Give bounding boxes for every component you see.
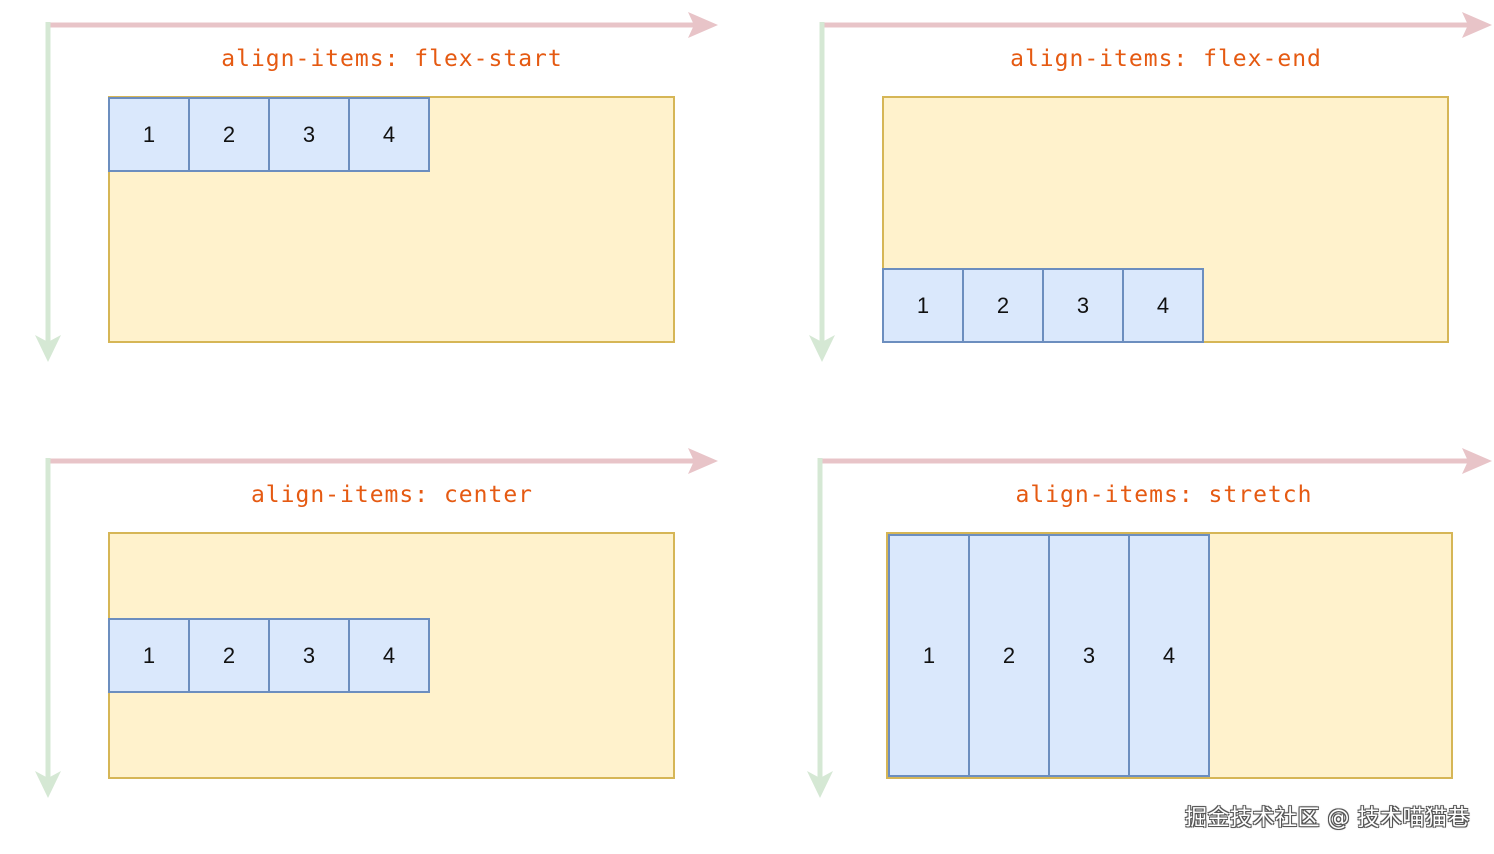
flex-item: 4 [348, 97, 430, 172]
axes [35, 448, 718, 798]
cross-axis-arrowhead [35, 335, 61, 362]
axes [35, 12, 718, 362]
flex-item: 4 [1128, 534, 1210, 777]
panel-center: align-items: center 1 2 3 4 [30, 446, 730, 826]
flex-container: 1 2 3 4 [886, 532, 1453, 779]
watermark: 掘金技术社区 @ 技术喵猫巷 [1185, 806, 1470, 831]
flex-item: 2 [188, 97, 270, 172]
axes [807, 448, 1492, 798]
flex-item: 4 [348, 618, 430, 693]
panel-flex-start: align-items: flex-start 1 2 3 4 [30, 10, 730, 390]
cross-axis-arrowhead [809, 335, 835, 362]
main-axis-arrowhead [1462, 12, 1492, 38]
panel-stretch: align-items: stretch 1 2 3 4 [802, 446, 1494, 826]
flex-item: 4 [1122, 268, 1204, 343]
panel-title: align-items: center [250, 482, 534, 508]
flex-item: 2 [962, 268, 1044, 343]
flex-container: 1 2 3 4 [108, 96, 675, 343]
main-axis-arrowhead [1462, 448, 1492, 474]
main-axis-arrowhead [688, 12, 718, 38]
flex-item: 1 [108, 97, 190, 172]
flex-item: 3 [1042, 268, 1124, 343]
flex-item: 1 [108, 618, 190, 693]
flex-item: 2 [188, 618, 270, 693]
panel-title: align-items: stretch [1015, 482, 1313, 508]
panel-title: align-items: flex-start [221, 46, 563, 72]
flex-item: 1 [882, 268, 964, 343]
main-axis-arrowhead [688, 448, 718, 474]
axes [809, 12, 1492, 362]
panel-flex-end: align-items: flex-end 1 2 3 4 [804, 10, 1494, 390]
flex-item: 3 [1048, 534, 1130, 777]
flex-item: 3 [268, 97, 350, 172]
cross-axis-arrowhead [35, 771, 61, 798]
flex-container: 1 2 3 4 [882, 96, 1449, 343]
flex-item: 2 [968, 534, 1050, 777]
flex-item: 3 [268, 618, 350, 693]
panel-title: align-items: flex-end [1010, 46, 1322, 72]
cross-axis-arrowhead [807, 771, 833, 798]
flex-item: 1 [888, 534, 970, 777]
flex-container: 1 2 3 4 [108, 532, 675, 779]
